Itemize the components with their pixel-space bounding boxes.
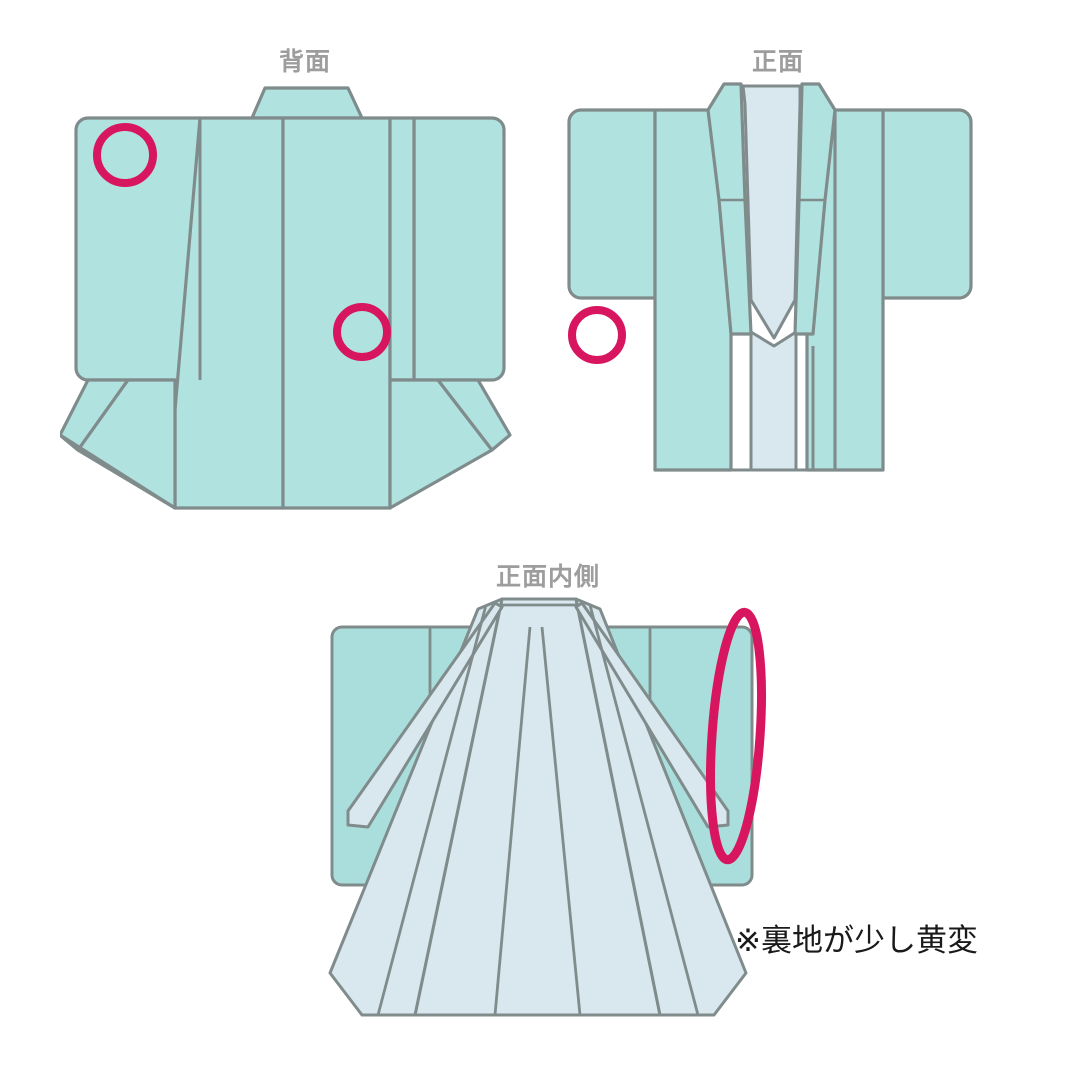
lining-seam-center-right — [540, 626, 582, 1016]
front-view-illustration — [567, 82, 973, 472]
view-label-inner: 正面内側 — [495, 563, 601, 591]
note-lining-yellowing: ※裏地が少し黄変 — [735, 923, 978, 959]
front-view-seams — [653, 110, 885, 472]
figure-inner-view — [290, 585, 790, 1055]
back-body-right-panel — [281, 116, 392, 510]
front-right-collar-band — [793, 82, 837, 336]
back-skirt-right-outer — [436, 378, 512, 452]
lining-left-band — [346, 601, 504, 829]
view-label-front: 正面 — [751, 48, 805, 76]
front-view-garment — [567, 108, 973, 472]
view-label-back: 背面 — [278, 48, 332, 76]
front-collar-lining — [741, 84, 802, 340]
back-body-right-outer — [388, 116, 416, 382]
lining-seam-right-diag — [588, 604, 700, 1016]
lining-right-lapel — [574, 597, 748, 1017]
front-left-sleeve — [567, 108, 657, 300]
front-left-collar-band — [706, 82, 753, 336]
front-right-sleeve — [881, 108, 973, 300]
figure-front-view — [545, 70, 1015, 540]
lining-seam-left-diag — [376, 604, 488, 1016]
back-skirt-left-lower — [60, 433, 177, 510]
back-body-left-panel — [173, 116, 285, 510]
back-right-sleeve — [412, 116, 506, 382]
back-view-garment — [60, 86, 512, 510]
front-lining-strip — [749, 330, 798, 472]
figure-back-view — [60, 70, 520, 540]
inner-lining-seams — [376, 603, 700, 1017]
back-collar — [250, 86, 364, 120]
back-view-illustration — [60, 86, 512, 510]
lining-seam-center-left — [493, 626, 532, 1016]
inner-view-illustration — [328, 597, 754, 1017]
